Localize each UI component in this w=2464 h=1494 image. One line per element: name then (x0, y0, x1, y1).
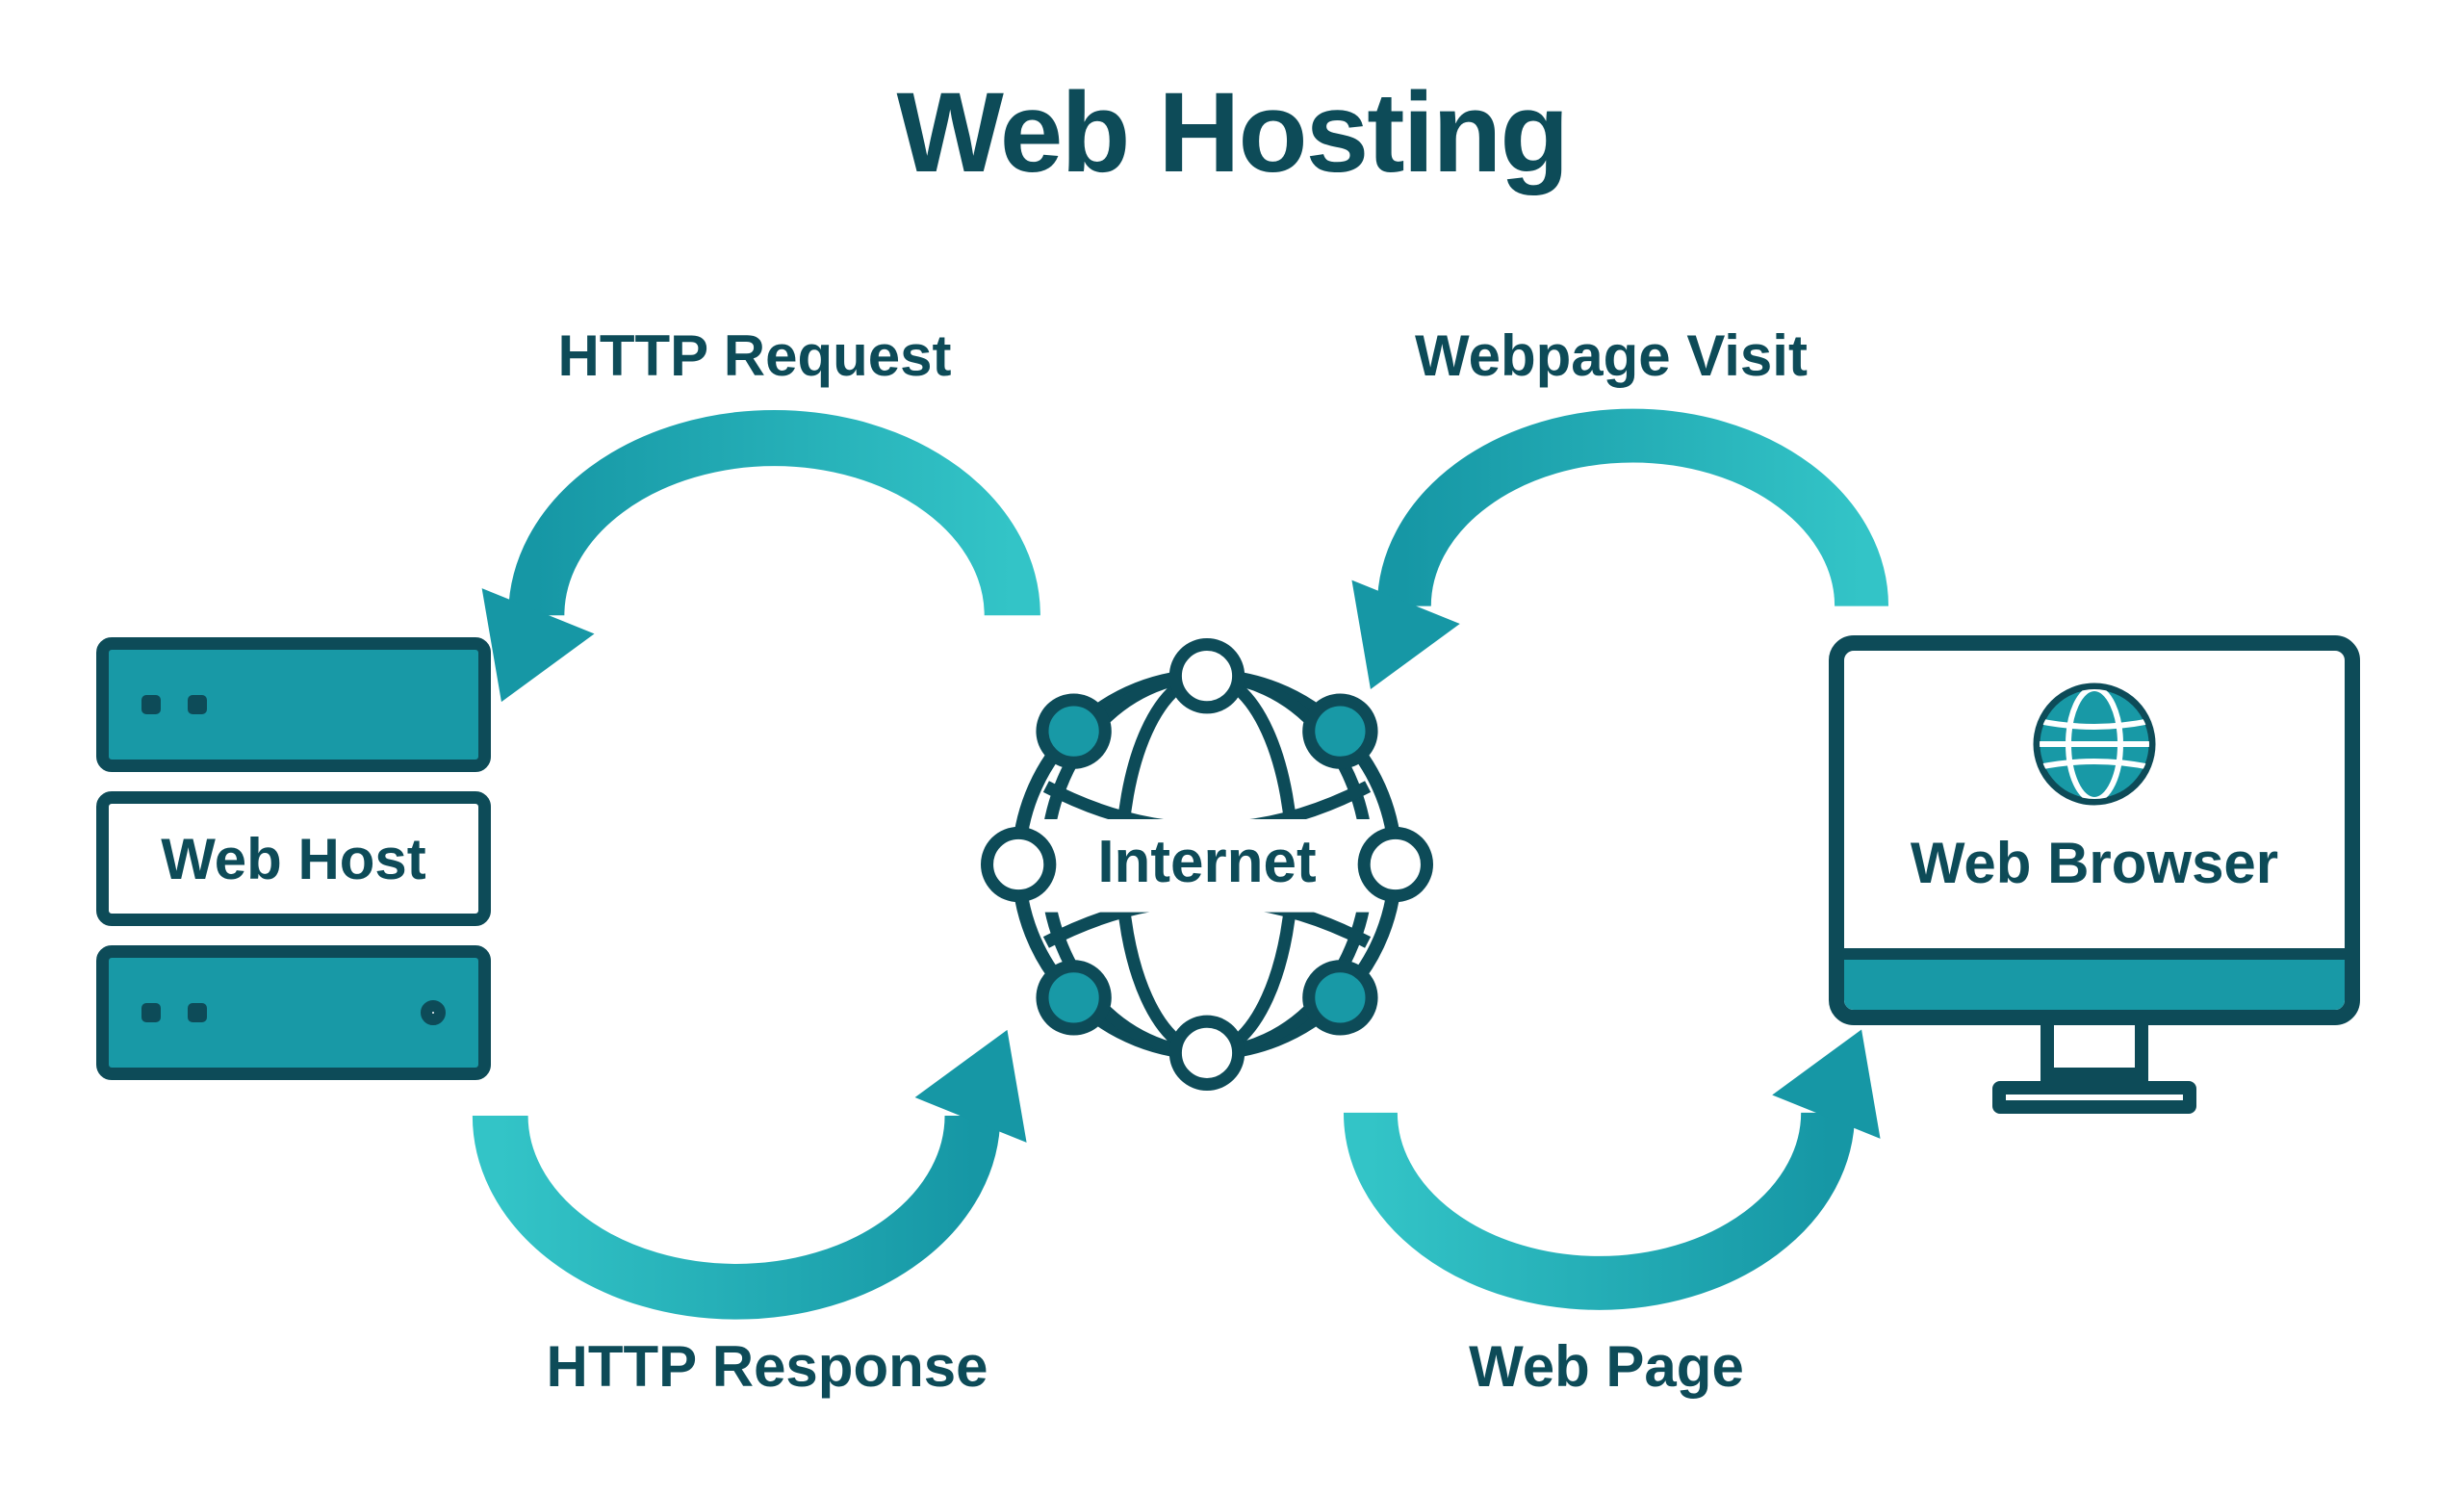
http-request-label: HTTP Request (557, 323, 952, 388)
page-title: Web Hosting (896, 69, 1570, 196)
web-host-server-icon: Web Host (96, 637, 491, 1080)
monitor-bottom-bar (1844, 948, 2345, 1010)
http-request-arrow-icon (452, 377, 1068, 713)
webpage-visit-arrow-icon (1323, 377, 1915, 700)
internet-label: Internet (1097, 829, 1317, 895)
server-led-icon (141, 1003, 161, 1022)
server-led-icon (141, 695, 161, 714)
internet-globe-icon (981, 638, 1433, 1091)
web-page-arrow-icon (1317, 1018, 1909, 1341)
web-host-label: Web Host (161, 826, 426, 891)
monitor-stand-neck (2040, 1025, 2148, 1081)
server-led-icon (188, 695, 207, 714)
webpage-visit-label: Webpage Visit (1415, 323, 1808, 388)
server-top-slab (96, 637, 491, 772)
server-middle-slab: Web Host (96, 791, 491, 926)
server-led-icon (188, 1003, 207, 1022)
http-response-arrow-icon (445, 1018, 1056, 1352)
server-bottom-slab (96, 945, 491, 1080)
web-page-label: Web Page (1469, 1334, 1744, 1399)
monitor-stand-base (1992, 1081, 2196, 1114)
web-browser-label: Web Browser (1910, 831, 2279, 895)
monitor-screen: Web Browser (1829, 635, 2360, 1025)
http-response-label: HTTP Response (546, 1334, 988, 1399)
web-browser-monitor-icon: Web Browser (1825, 635, 2364, 1114)
browser-globe-icon (2033, 683, 2156, 806)
server-power-light-icon (421, 1000, 446, 1025)
